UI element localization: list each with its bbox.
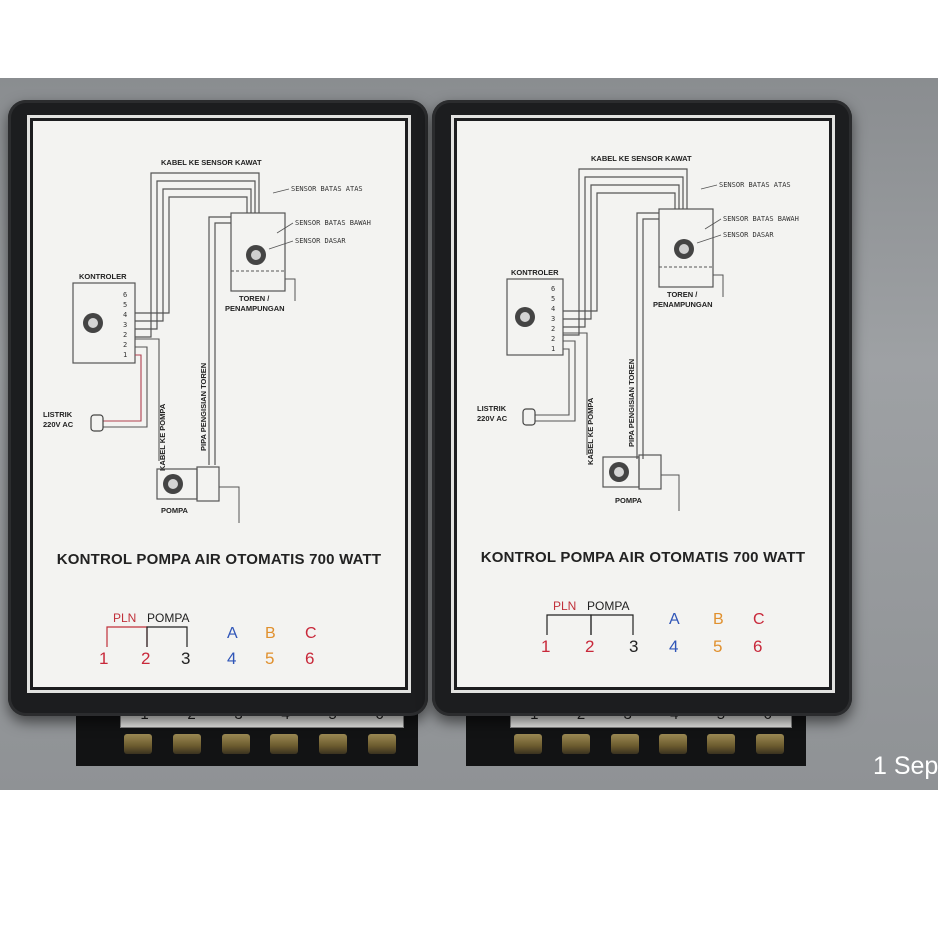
power-label-1: LISTRIK [477,404,507,413]
terminal-screw [124,734,153,754]
terminal-screws [504,734,794,760]
controller-pin: 4 [551,305,555,313]
cable-label: KABEL KE SENSOR KAWAT [591,154,692,163]
tank-label-2: PENAMPUNGAN [225,304,285,313]
controller-label: KONTROLER [79,272,127,281]
controller-pin: 5 [123,301,127,309]
pompa-label: POMPA [147,611,190,625]
legend-number: 2 [585,637,595,656]
terminal-screw [755,734,784,754]
legend-number: 6 [753,637,763,656]
pln-label: PLN [553,599,577,613]
legend-letter: A [669,611,680,628]
terminal-screw [659,734,688,754]
controller-box-right: KABEL KE SENSOR KAWAT SENSOR BATAS ATAS … [432,100,852,716]
controller-box-left: KABEL KE SENSOR KAWAT SENSOR BATAS ATAS … [8,100,428,716]
terminal-screw [270,734,299,754]
controller-pin: 6 [123,291,127,299]
legend-number: 1 [99,649,109,668]
power-label-1: LISTRIK [43,410,73,419]
terminal-screw [514,734,543,754]
wiring-diagram: KABEL KE SENSOR KAWAT SENSOR BATAS ATAS … [477,154,799,511]
panel-title: KONTROL POMPA AIR OTOMATIS 700 WATT [56,551,382,568]
pump-cable-label: KABEL KE POMPA [158,403,167,471]
product-photo: 1 2 3 4 5 6 KABEL KE SENSOR KAWAT [0,78,938,790]
legend-letter: B [713,611,724,628]
sensor-top-label: SENSOR BATAS ATAS [291,185,363,193]
controller-pin: 2 [551,335,555,343]
fill-pipe-label: PIPA PENGISIAN TOREN [199,363,208,451]
controller-pin: 3 [123,321,127,329]
terminal-screw [318,734,347,754]
front-label: KABEL KE SENSOR KAWAT SENSOR BATAS ATAS … [451,115,835,693]
legend-letter: B [265,625,276,642]
controller-pin: 1 [551,345,555,353]
terminal-screw [562,734,591,754]
legend-number: 5 [265,649,275,668]
sensor-top-label: SENSOR BATAS ATAS [719,181,791,189]
legend-number: 3 [629,637,639,656]
sensor-bottom-label: SENSOR BATAS BAWAH [723,215,799,223]
plug-icon [90,414,104,432]
sensor-base-label: SENSOR DASAR [723,231,774,239]
controller-block [506,278,564,356]
legend-letter: C [305,625,317,642]
legend-number: 4 [669,637,679,656]
legend-brackets [106,626,188,647]
terminal-screw [367,734,396,754]
pump-cable-label: KABEL KE POMPA [586,397,595,465]
tank-label-1: TOREN / [239,294,270,303]
controller-label: KONTROLER [511,268,559,277]
legend-letter: C [753,611,765,628]
legend-number: 5 [713,637,723,656]
cable-label: KABEL KE SENSOR KAWAT [161,158,262,167]
terminal-screws [114,734,406,760]
power-label-2: 220V AC [477,414,508,423]
tank-label-1: TOREN / [667,290,698,299]
photo-timestamp: 1 Sep [873,752,938,780]
terminal-screw [172,734,201,754]
legend-number: 1 [541,637,551,656]
controller-pin: 5 [551,295,555,303]
legend-letter: A [227,625,238,642]
controller-pin: 6 [551,285,555,293]
power-label-2: 220V AC [43,420,74,429]
controller-pin: 1 [123,351,127,359]
controller-pin: 2 [123,341,127,349]
plug-icon [522,408,536,426]
panel-title: KONTROL POMPA AIR OTOMATIS 700 WATT [480,549,806,566]
legend-number: 4 [227,649,237,668]
controller-pin: 4 [123,311,127,319]
controller-pin: 2 [551,325,555,333]
legend-number: 2 [141,649,151,668]
controller-pin: 3 [551,315,555,323]
sensor-base-label: SENSOR DASAR [295,237,346,245]
pump-label: POMPA [161,506,189,515]
pump-label: POMPA [615,496,643,505]
controller-block [72,282,136,364]
pln-label: PLN [113,611,137,625]
legend-number: 3 [181,649,191,668]
fill-pipe-label: PIPA PENGISIAN TOREN [627,359,636,447]
terminal-screw [707,734,736,754]
wiring-diagram: KABEL KE SENSOR KAWAT SENSOR BATAS ATAS … [43,158,371,523]
legend-brackets [546,614,634,635]
sensor-bottom-label: SENSOR BATAS BAWAH [295,219,371,227]
tank-label-2: PENAMPUNGAN [653,300,713,309]
legend-number: 6 [305,649,315,668]
terminal-screw [221,734,250,754]
controller-pin: 2 [123,331,127,339]
front-label: KABEL KE SENSOR KAWAT SENSOR BATAS ATAS … [27,115,411,693]
pompa-label: POMPA [587,599,630,613]
terminal-screw [610,734,639,754]
